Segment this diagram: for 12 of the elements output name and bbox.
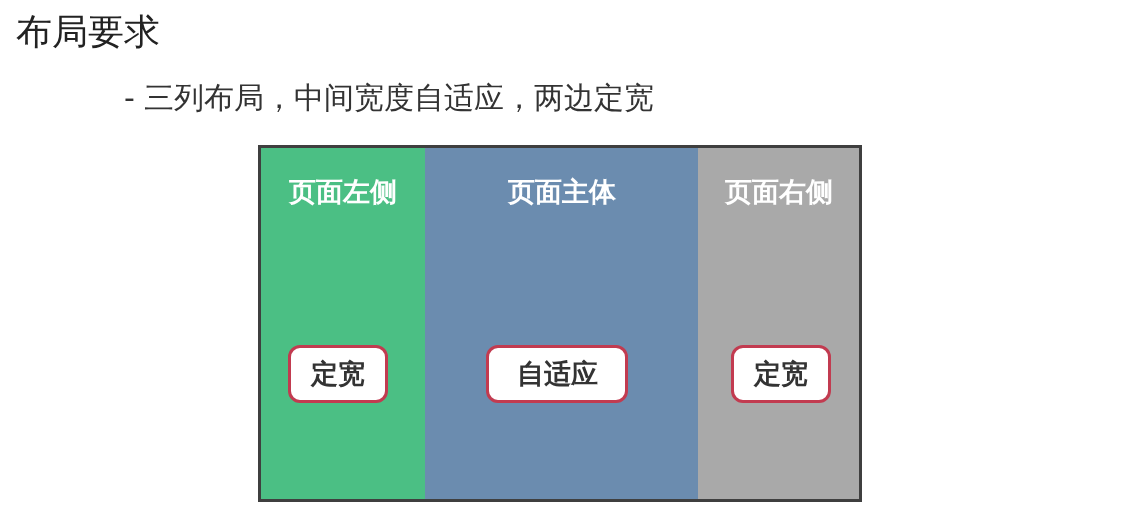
column-panel	[425, 148, 698, 499]
column-heading: 页面主体	[507, 175, 616, 209]
title: 布局要求	[16, 10, 160, 54]
column-panel	[698, 148, 859, 499]
column-heading: 页面右侧	[724, 175, 833, 209]
layout-frame	[258, 145, 862, 502]
tag-label: 定宽	[288, 345, 388, 403]
subtitle: - 三列布局，中间宽度自适应，两边定宽	[124, 79, 655, 117]
column-heading: 页面左侧	[289, 175, 397, 209]
tag-label: 定宽	[731, 345, 831, 403]
tag-label: 自适应	[486, 345, 628, 403]
column-panel	[261, 148, 425, 499]
